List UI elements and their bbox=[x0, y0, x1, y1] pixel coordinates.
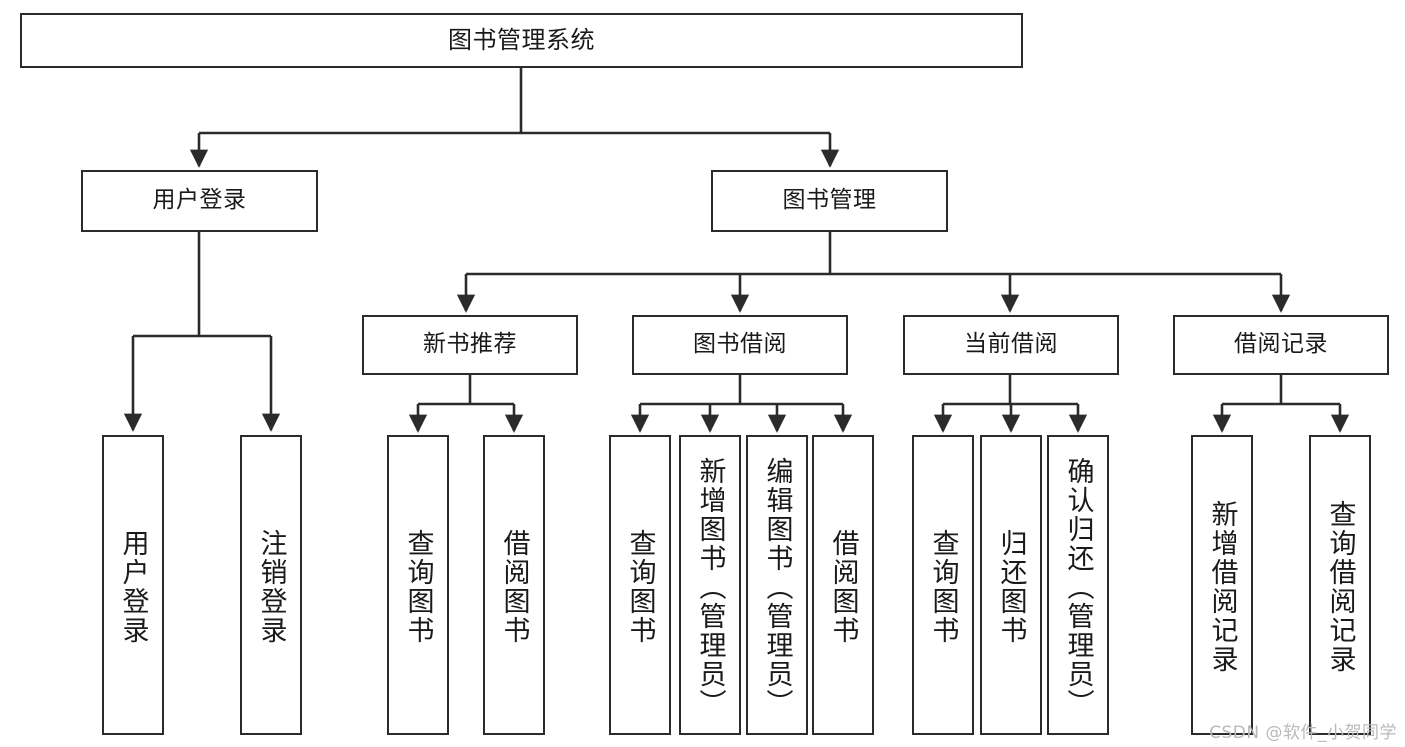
node-label: 用户登录 bbox=[117, 529, 149, 645]
node-leaf-edit-book-admin[interactable]: 编辑图书（管理员） bbox=[746, 435, 808, 735]
node-new-book-recommend[interactable]: 新书推荐 bbox=[362, 315, 578, 375]
node-leaf-query-book-newbook[interactable]: 查询图书 bbox=[387, 435, 449, 735]
node-leaf-add-borrow-record[interactable]: 新增借阅记录 bbox=[1191, 435, 1253, 735]
node-leaf-query-book-borrow[interactable]: 查询图书 bbox=[609, 435, 671, 735]
node-user-login[interactable]: 用户登录 bbox=[81, 170, 318, 232]
node-leaf-return-book[interactable]: 归还图书 bbox=[980, 435, 1042, 735]
node-label: 当前借阅 bbox=[964, 331, 1058, 358]
node-label: 借阅记录 bbox=[1234, 331, 1328, 358]
node-book-borrow[interactable]: 图书借阅 bbox=[632, 315, 848, 375]
node-label: 图书借阅 bbox=[693, 331, 787, 358]
node-leaf-user-login[interactable]: 用户登录 bbox=[102, 435, 164, 735]
node-borrow-record[interactable]: 借阅记录 bbox=[1173, 315, 1389, 375]
node-current-borrow[interactable]: 当前借阅 bbox=[903, 315, 1119, 375]
node-label: 图书管理 bbox=[782, 187, 877, 214]
node-leaf-query-book-current[interactable]: 查询图书 bbox=[912, 435, 974, 735]
node-label: 借阅图书 bbox=[827, 529, 859, 645]
node-leaf-confirm-return-admin[interactable]: 确认归还（管理员） bbox=[1047, 435, 1109, 735]
node-label: 查询图书 bbox=[624, 529, 656, 645]
node-root-system[interactable]: 图书管理系统 bbox=[20, 13, 1023, 68]
node-label: 查询图书 bbox=[402, 529, 434, 645]
node-label: 编辑图书（管理员） bbox=[761, 456, 793, 718]
node-label: 新增图书（管理员） bbox=[694, 456, 726, 718]
node-label: 新书推荐 bbox=[423, 331, 517, 358]
node-label: 新增借阅记录 bbox=[1206, 500, 1238, 674]
node-leaf-borrow-book-borrow[interactable]: 借阅图书 bbox=[812, 435, 874, 735]
node-label: 注销登录 bbox=[255, 529, 287, 645]
node-label: 归还图书 bbox=[995, 529, 1027, 645]
node-leaf-add-book-admin[interactable]: 新增图书（管理员） bbox=[679, 435, 741, 735]
node-label: 图书管理系统 bbox=[448, 26, 595, 55]
node-book-management[interactable]: 图书管理 bbox=[711, 170, 948, 232]
node-leaf-query-borrow-record[interactable]: 查询借阅记录 bbox=[1309, 435, 1371, 735]
node-label: 确认归还（管理员） bbox=[1062, 456, 1094, 718]
node-label: 查询借阅记录 bbox=[1324, 500, 1356, 674]
node-leaf-logout[interactable]: 注销登录 bbox=[240, 435, 302, 735]
node-label: 借阅图书 bbox=[498, 529, 530, 645]
node-label: 查询图书 bbox=[927, 529, 959, 645]
watermark-text: CSDN @软件_小贺同学 bbox=[1209, 723, 1397, 743]
node-leaf-borrow-book-newbook[interactable]: 借阅图书 bbox=[483, 435, 545, 735]
node-label: 用户登录 bbox=[152, 187, 247, 214]
